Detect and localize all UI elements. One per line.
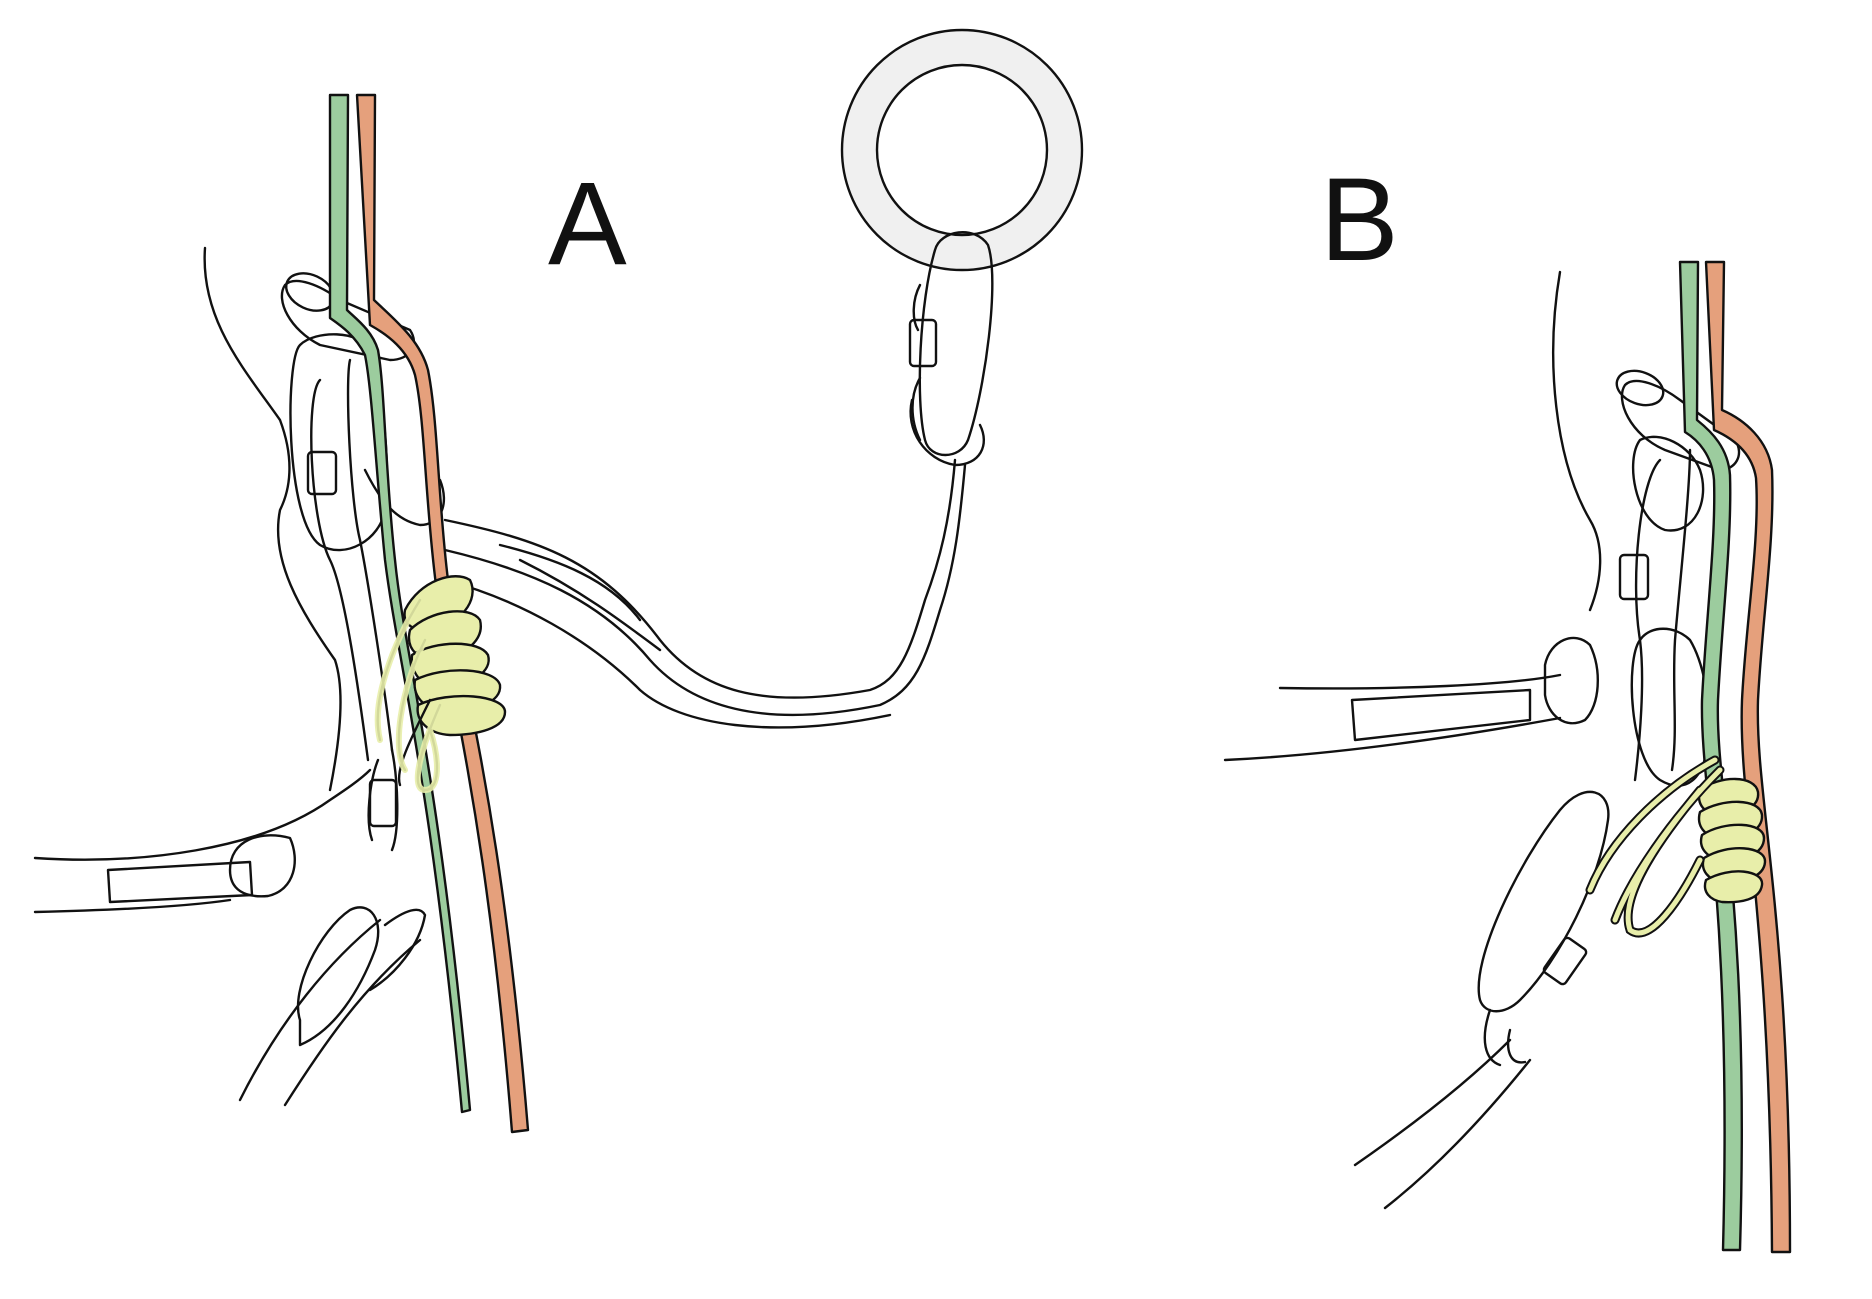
- panel-a: A: [35, 30, 1082, 1132]
- screwgate-sleeve-lower-a: [370, 780, 396, 826]
- panel-b: B: [1225, 154, 1790, 1252]
- lower-sling-b: [1355, 1040, 1530, 1208]
- lower-sling-a: [240, 920, 420, 1105]
- harness-belay-loop-b: [1545, 638, 1598, 723]
- anchor-sling-tail-a: [500, 545, 660, 650]
- harness-buckle-b: [1352, 690, 1530, 740]
- panel-label-b: B: [1320, 154, 1399, 286]
- climber-body-outline-b: [1553, 272, 1600, 610]
- panel-label-a: A: [548, 158, 627, 290]
- carabiner-chain-b: [1635, 450, 1690, 780]
- prusik-wraps-b: [1590, 760, 1765, 933]
- screwgate-sleeve-upper-b: [1620, 555, 1648, 599]
- lower-carabiner-chain-b: [1485, 1010, 1525, 1065]
- lower-carabiner-b: [1479, 792, 1609, 1011]
- rope-green-b: [1680, 262, 1742, 1250]
- harness-leg-loop-lower-b: [1225, 718, 1560, 760]
- harness-leg-loop-upper-b: [1280, 675, 1560, 688]
- anchor-sling-a: [445, 460, 955, 698]
- prusik-wrap-b-5: [1705, 871, 1762, 902]
- anchor-sling-lower-a: [445, 580, 890, 727]
- harness-leg-loop-upper-a: [35, 770, 370, 860]
- chain-links-a: [369, 750, 398, 850]
- harness-belay-loop-a: [230, 835, 295, 896]
- climber-body-outline-a: [205, 248, 341, 790]
- lower-carabiner-a: [298, 907, 378, 1045]
- screwgate-sleeve-lower-b: [1542, 936, 1587, 985]
- belay-carabiner-b: [1632, 629, 1709, 786]
- climbing-ropes-b: [1680, 262, 1790, 1252]
- anchor-ring-hole: [877, 65, 1047, 235]
